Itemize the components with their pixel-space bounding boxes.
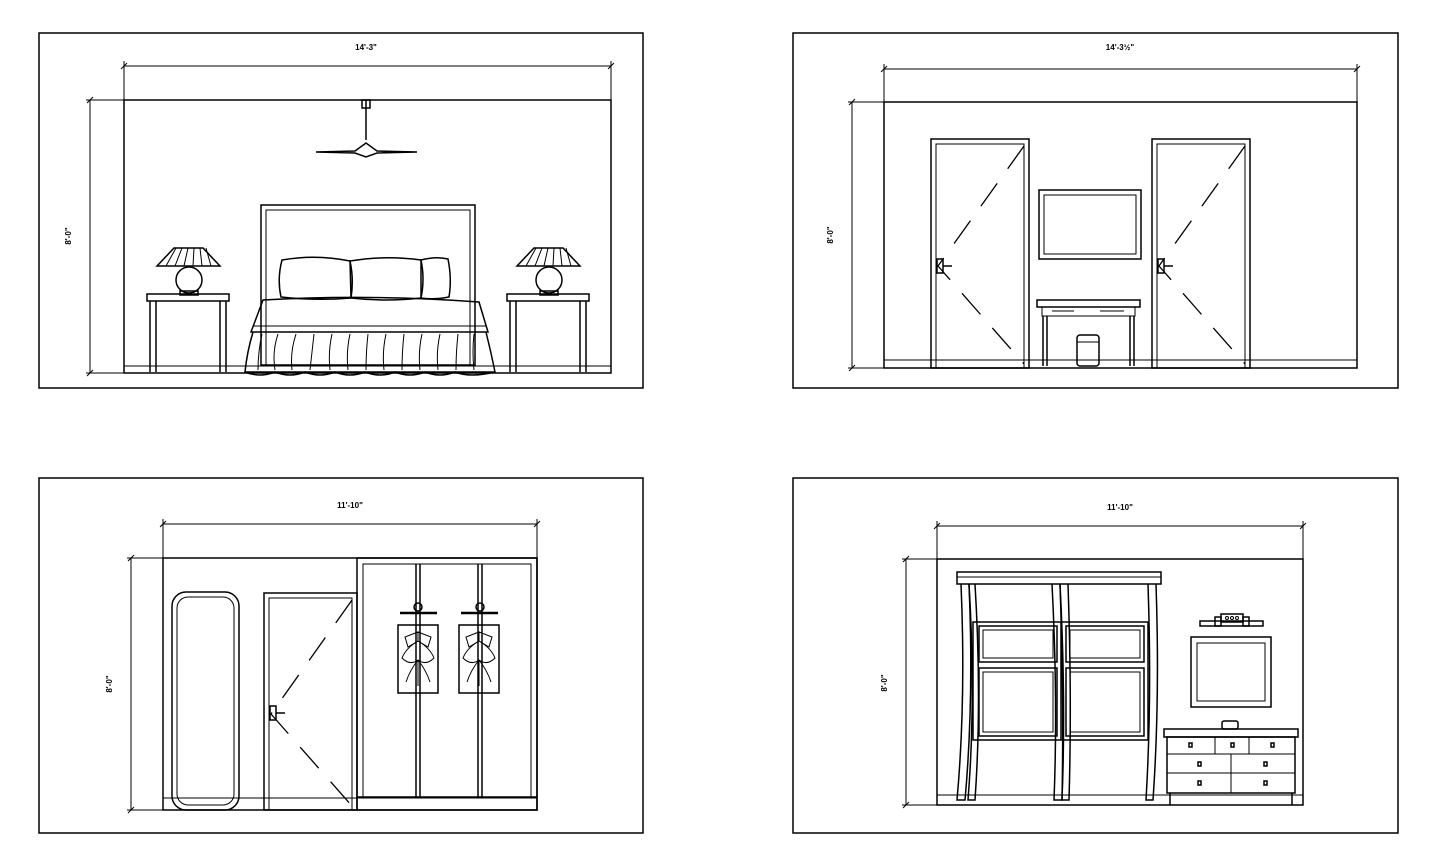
vanity-light-icon (1199, 613, 1264, 627)
elevation-2-height-dimension: 8'-0" (826, 98, 884, 372)
elevation-3-wall (162, 557, 538, 811)
elevation-2-wall (883, 101, 1358, 369)
nightstand-left (146, 293, 230, 372)
elevation-3-height-dimension: 8'-0" (105, 554, 163, 814)
elevation-4-height-label: 8'-0" (880, 674, 889, 691)
wall-mirror (1190, 636, 1272, 708)
elevation-3-width-label: 11'-10" (337, 501, 363, 510)
elevation-3-frame (38, 477, 644, 834)
elevation-4-wall (936, 558, 1304, 806)
elevation-1-height-label: 8'-0" (64, 227, 73, 244)
elevation-1-bed-wall: 14'-3" 8'-0" (38, 32, 644, 389)
stool (1076, 334, 1100, 367)
elevation-4-window-wall: 11'-10" 8'-0" (792, 477, 1399, 834)
elevation-3-width-dimension: 11'-10" (159, 501, 541, 558)
elevation-4-frame (792, 477, 1399, 834)
pillows (278, 256, 452, 301)
elevation-2-width-dimension: 14'-3½" (880, 43, 1361, 102)
nightstand-right (506, 293, 590, 372)
door-right (1151, 138, 1251, 369)
elevation-2-height-label: 8'-0" (826, 226, 835, 243)
wardrobe (356, 557, 538, 811)
headboard (260, 204, 476, 366)
elevation-1-width-dimension: 14'-3" (120, 43, 615, 100)
standing-mirror (171, 591, 240, 811)
door-left (930, 138, 1030, 369)
table-lamp-left-icon (155, 247, 222, 296)
chest-of-drawers (1163, 720, 1299, 805)
elevation-2-width-label: 14'-3½" (1106, 43, 1135, 52)
dresser-table (1036, 299, 1141, 366)
elevation-2-door-wall: 14'-3½" 8'-0" (792, 32, 1399, 389)
elevation-1-frame (38, 32, 644, 389)
ceiling-fan-icon (315, 99, 418, 158)
bed (244, 296, 496, 376)
elevation-4-height-dimension: 8'-0" (880, 555, 937, 809)
curtains (956, 583, 1159, 801)
table-lamp-right-icon (515, 247, 582, 296)
elevation-2-frame (792, 32, 1399, 389)
elevation-4-width-label: 11'-10" (1107, 503, 1133, 512)
wall-art-left (397, 602, 439, 694)
wall-mirror (1038, 189, 1142, 260)
wall-art-right (458, 602, 500, 694)
elevation-1-height-dimension: 8'-0" (64, 96, 124, 377)
elevation-4-width-dimension: 11'-10" (933, 503, 1307, 559)
door (263, 592, 358, 811)
curtain-pelmet (956, 571, 1162, 585)
elevation-3-wardrobe-wall: 11'-10" 8'-0" (38, 477, 644, 834)
elevation-3-height-label: 8'-0" (105, 675, 114, 692)
elevation-1-width-label: 14'-3" (355, 43, 377, 52)
window (972, 621, 1149, 741)
